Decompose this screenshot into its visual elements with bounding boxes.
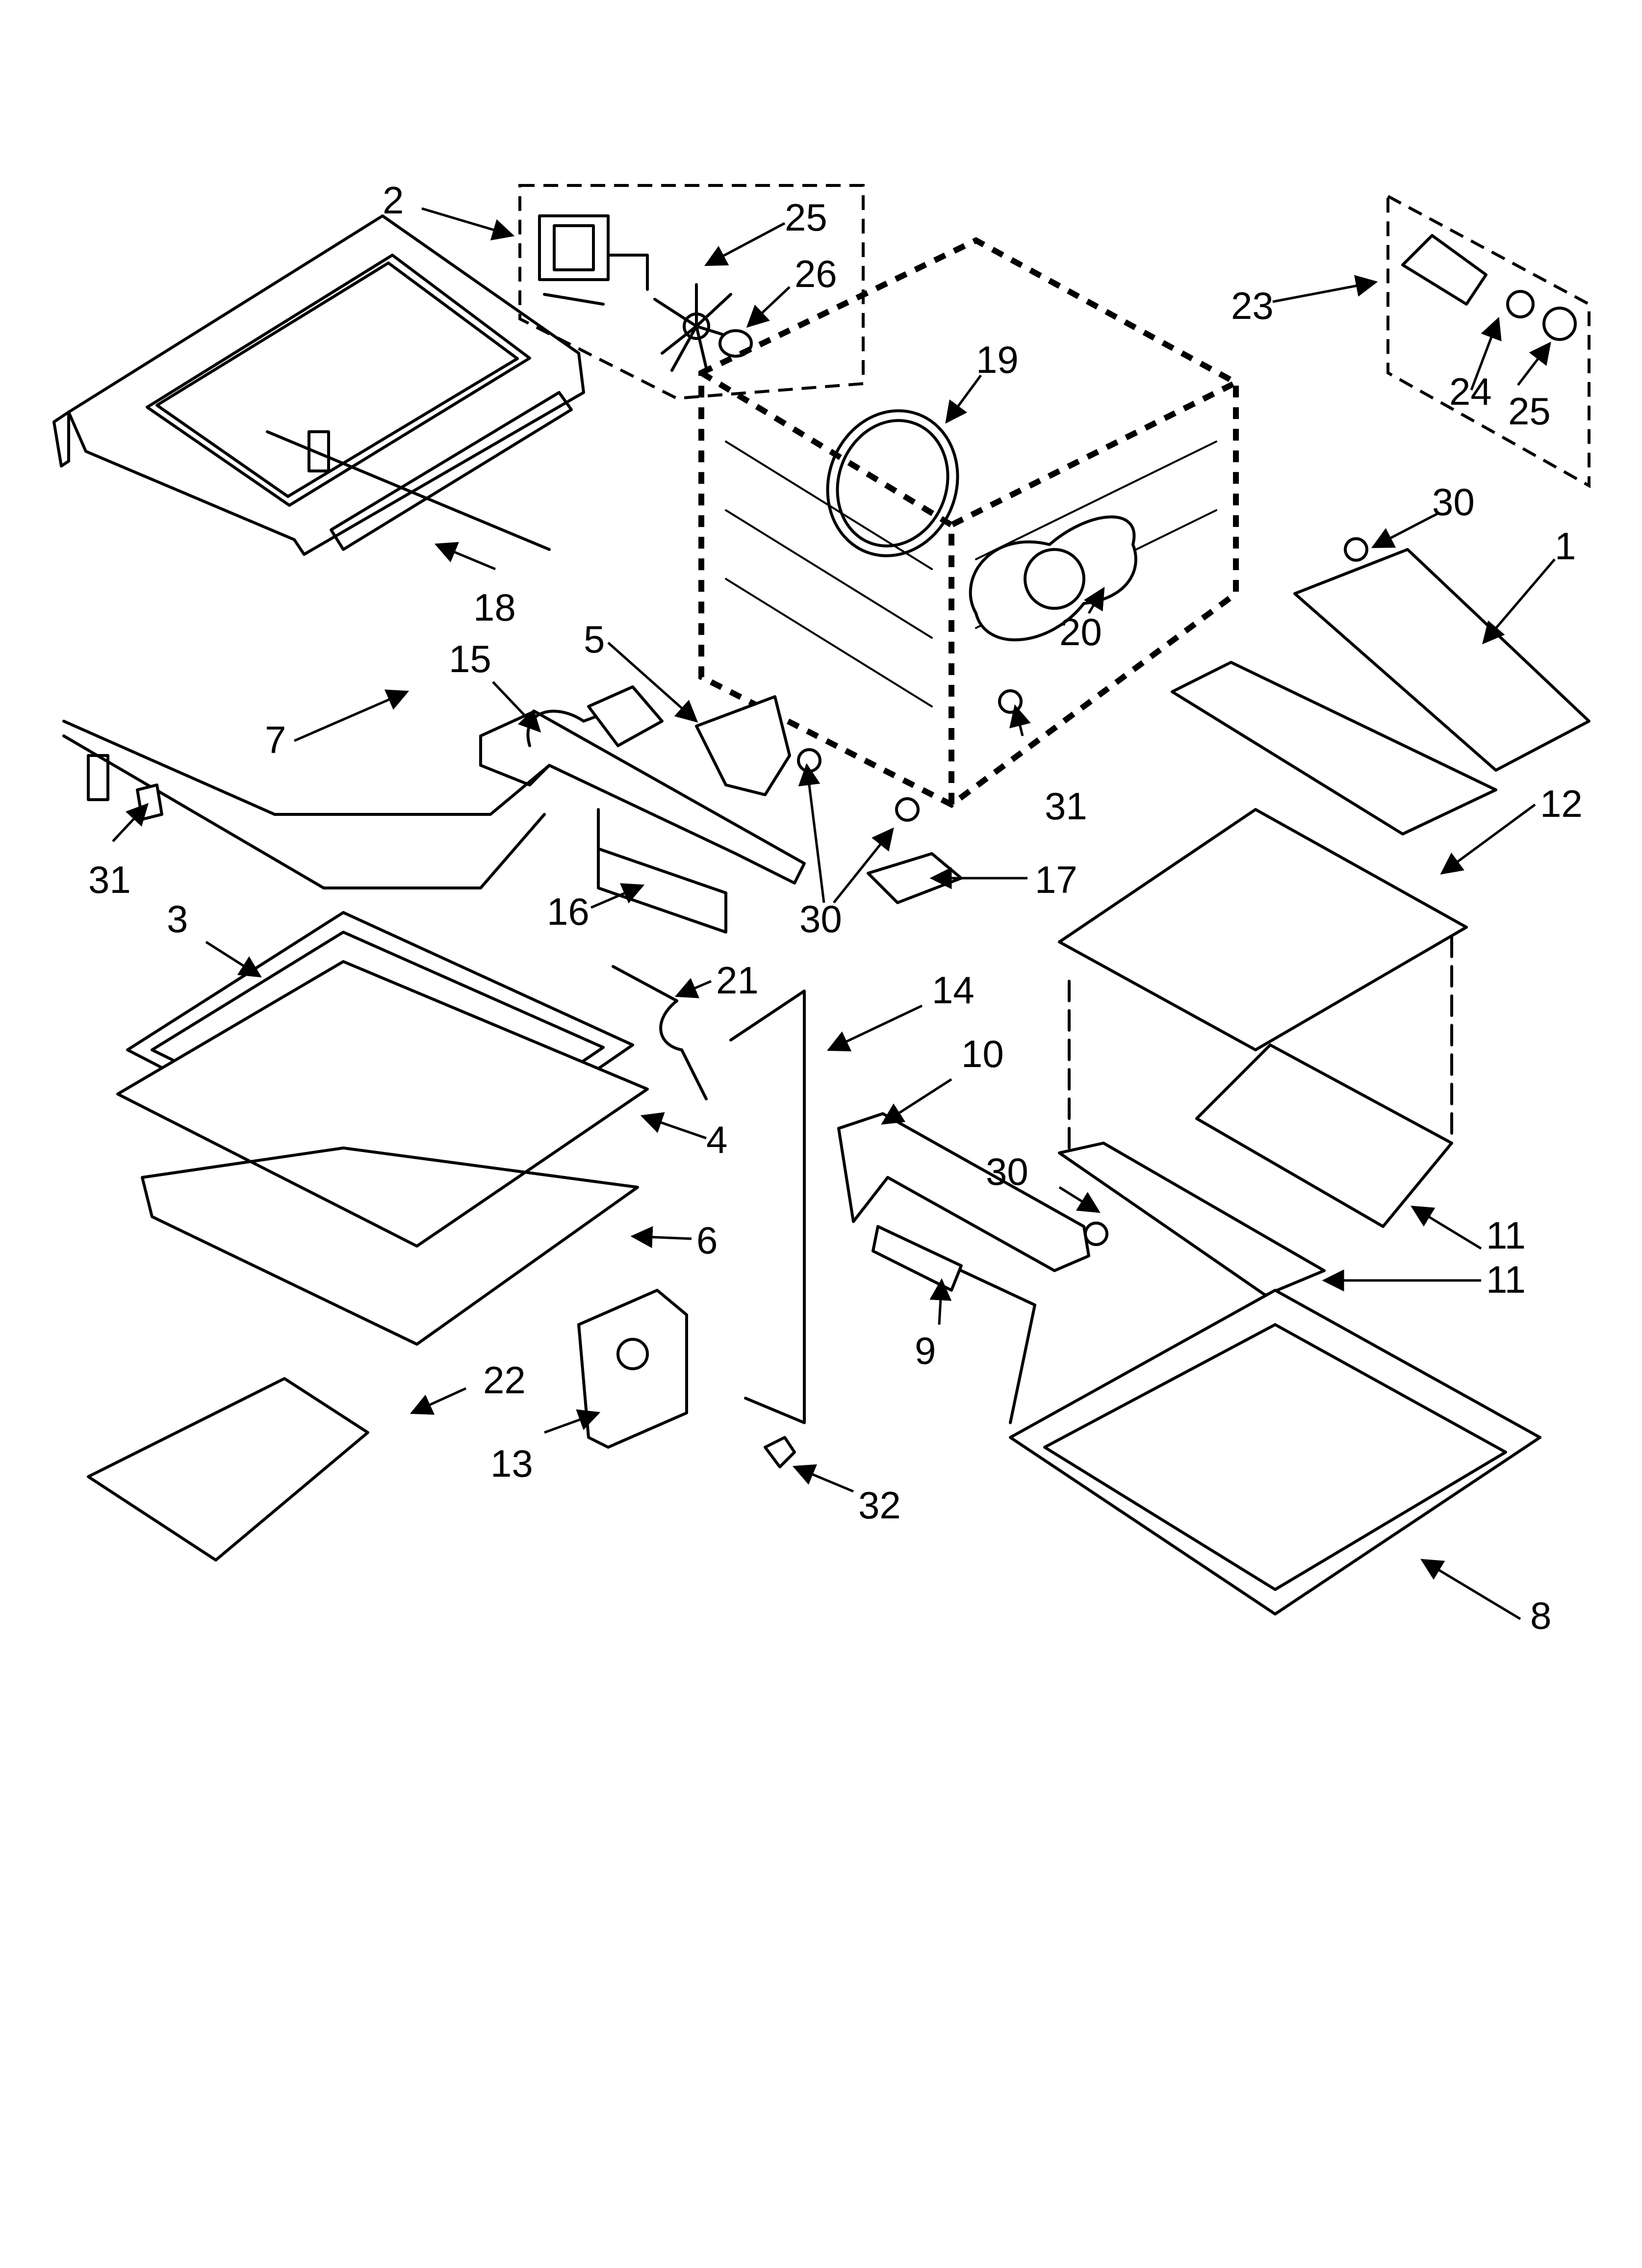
callout-7: 7 — [265, 718, 286, 761]
callout-26: 26 — [795, 252, 837, 295]
part-14-gas-tube — [729, 990, 806, 1424]
part-31-screw-right — [998, 689, 1023, 714]
leader-lines — [112, 207, 1556, 1620]
callout-32: 32 — [858, 1484, 901, 1527]
callout-30-center: 30 — [799, 897, 842, 940]
part-21-temperature-probe — [612, 965, 708, 1100]
part-19-convection-element — [826, 409, 959, 557]
part-8-burner-box — [1009, 1289, 1541, 1616]
callout-5: 5 — [584, 618, 605, 661]
part-11-brackets — [1058, 936, 1453, 1297]
callout-30-right: 30 — [1432, 480, 1475, 523]
callout-30-lower: 30 — [986, 1150, 1028, 1193]
callout-11-lower: 11 — [1486, 1258, 1526, 1301]
callout-4: 4 — [706, 1118, 727, 1161]
part-4-broil-pan — [116, 960, 649, 1248]
part-23-regulator-group — [1386, 193, 1591, 489]
part-9-igniter — [872, 1225, 1036, 1424]
callout-6: 6 — [696, 1219, 718, 1262]
callout-10: 10 — [961, 1032, 1004, 1075]
part-25-fan-blade — [653, 283, 737, 372]
callout-31-right: 31 — [1045, 784, 1087, 828]
part-30-screws — [797, 537, 1368, 1246]
part-1-shield-panel — [1171, 548, 1591, 835]
callout-14: 14 — [932, 968, 975, 1012]
callout-1: 1 — [1555, 524, 1576, 568]
part-7-sensor-rod — [266, 430, 551, 551]
part-12-flame-spreader — [1058, 808, 1468, 1051]
callout-2: 2 — [383, 179, 404, 222]
part-bake-element — [62, 720, 551, 889]
part-13-safety-valve — [577, 1289, 688, 1449]
callout-17: 17 — [1035, 858, 1078, 901]
part-16-igniter-burner — [597, 808, 727, 934]
callout-9: 9 — [915, 1329, 936, 1372]
part-10-bake-burner — [837, 1112, 1090, 1272]
callout-8: 8 — [1530, 1594, 1551, 1637]
callout-20: 20 — [1059, 610, 1102, 653]
callout-11-upper: 11 — [1486, 1214, 1526, 1257]
callout-3: 3 — [167, 897, 188, 940]
part-32-screw — [764, 1436, 796, 1468]
callout-labels: 2 25 26 19 23 24 25 30 1 18 20 15 5 7 31… — [88, 179, 1583, 1637]
part-2-ignition-assembly — [518, 184, 865, 400]
callout-15: 15 — [449, 637, 491, 680]
callout-19: 19 — [976, 338, 1019, 381]
callout-13: 13 — [490, 1442, 533, 1485]
part-20-fan-baffle — [969, 515, 1137, 642]
part-15-burner-tube — [479, 685, 806, 885]
callout-23: 23 — [1231, 284, 1274, 327]
callout-25-top: 25 — [785, 196, 827, 239]
part-18-broiler-cover — [52, 214, 585, 556]
part-22-rack — [87, 1377, 369, 1562]
callout-22: 22 — [483, 1358, 526, 1402]
callout-24: 24 — [1449, 370, 1492, 413]
callout-31-left: 31 — [88, 858, 131, 901]
callout-16: 16 — [547, 890, 590, 933]
callout-21: 21 — [716, 959, 759, 1002]
part-5-valve — [695, 695, 791, 796]
callout-12: 12 — [1540, 782, 1583, 825]
callout-18: 18 — [473, 586, 516, 629]
callout-25-right: 25 — [1508, 390, 1551, 433]
part-6-oven-rack — [141, 1147, 639, 1346]
